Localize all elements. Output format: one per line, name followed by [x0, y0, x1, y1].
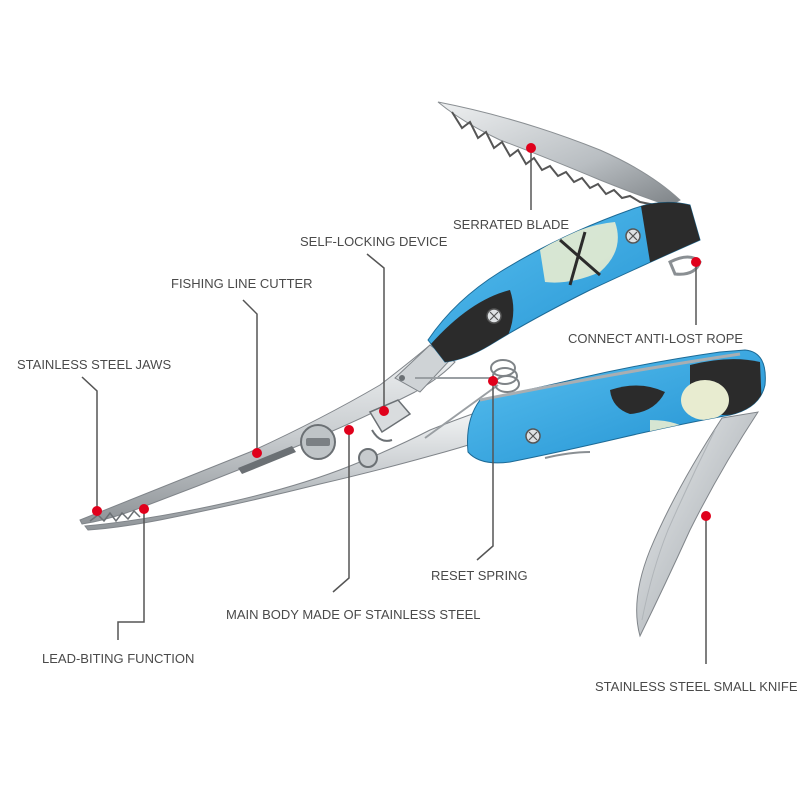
- upper-handle: [427, 201, 702, 363]
- leader-jaws: [81, 376, 98, 510]
- marker-knife: [701, 511, 711, 521]
- leader-spring: [476, 381, 494, 561]
- leader-body: [332, 430, 350, 593]
- leader-lines: [81, 150, 707, 664]
- label-small-knife: STAINLESS STEEL SMALL KNIFE: [595, 679, 798, 694]
- lower-handle: [467, 349, 766, 464]
- marker-cutter: [252, 448, 262, 458]
- marker-serrated: [526, 143, 536, 153]
- leader-cutter: [242, 299, 258, 452]
- small-knife: [636, 411, 760, 638]
- marker-lead: [139, 504, 149, 514]
- label-serrated-blade: SERRATED BLADE: [453, 217, 570, 232]
- leader-lead: [117, 509, 145, 640]
- leader-selflock: [366, 253, 385, 410]
- label-anti-lost-rope: CONNECT ANTI-LOST ROPE: [568, 331, 744, 346]
- marker-rope: [691, 257, 701, 267]
- marker-body: [344, 425, 354, 435]
- label-lead-biting-function: LEAD-BITING FUNCTION: [42, 651, 195, 666]
- label-stainless-steel-jaws: STAINLESS STEEL JAWS: [17, 357, 172, 372]
- label-main-body: MAIN BODY MADE OF STAINLESS STEEL: [226, 607, 481, 622]
- marker-jaws: [92, 506, 102, 516]
- serrated-blade: [437, 101, 681, 207]
- marker-spring: [488, 376, 498, 386]
- reset-spring-drawing: [415, 359, 520, 439]
- markers: [92, 143, 711, 521]
- label-reset-spring: RESET SPRING: [431, 568, 528, 583]
- marker-selflock: [379, 406, 389, 416]
- label-fishing-line-cutter: FISHING LINE CUTTER: [171, 276, 313, 291]
- steel-body: [79, 344, 485, 531]
- label-self-locking-device: SELF-LOCKING DEVICE: [300, 234, 448, 249]
